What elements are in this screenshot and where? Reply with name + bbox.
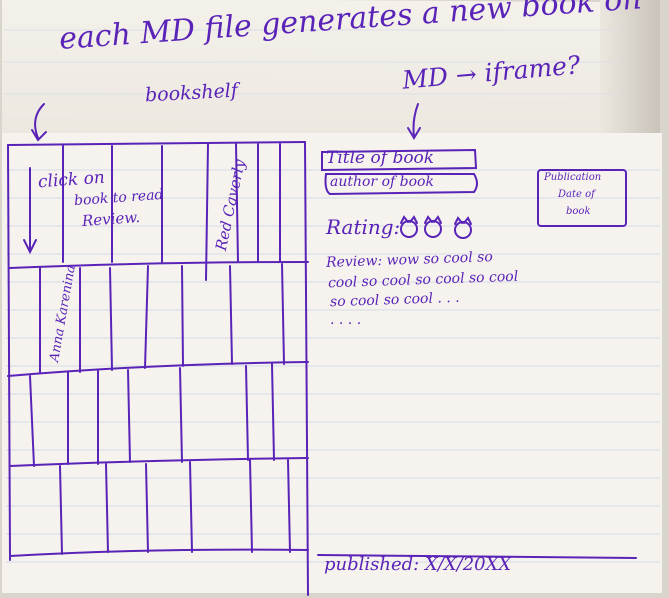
page-curl: [600, 0, 660, 140]
review-line-4: . . . .: [330, 312, 362, 328]
ruled-lines: [6, 169, 660, 563]
bookshelf-sketch: [7, 103, 421, 596]
top-ruled-lines: [4, 29, 620, 95]
publication-date-line3: book: [566, 206, 591, 217]
publication-date-line2: Date of: [558, 189, 595, 200]
publication-date-line1: Publication: [544, 172, 602, 183]
detail-sketch: [317, 148, 637, 559]
rating-label: Rating:: [326, 215, 401, 239]
published-date: published: X/X/20XX: [324, 554, 512, 575]
author-of-book-box: author of book: [330, 174, 434, 190]
title-of-book-box: Title of book: [326, 148, 435, 168]
